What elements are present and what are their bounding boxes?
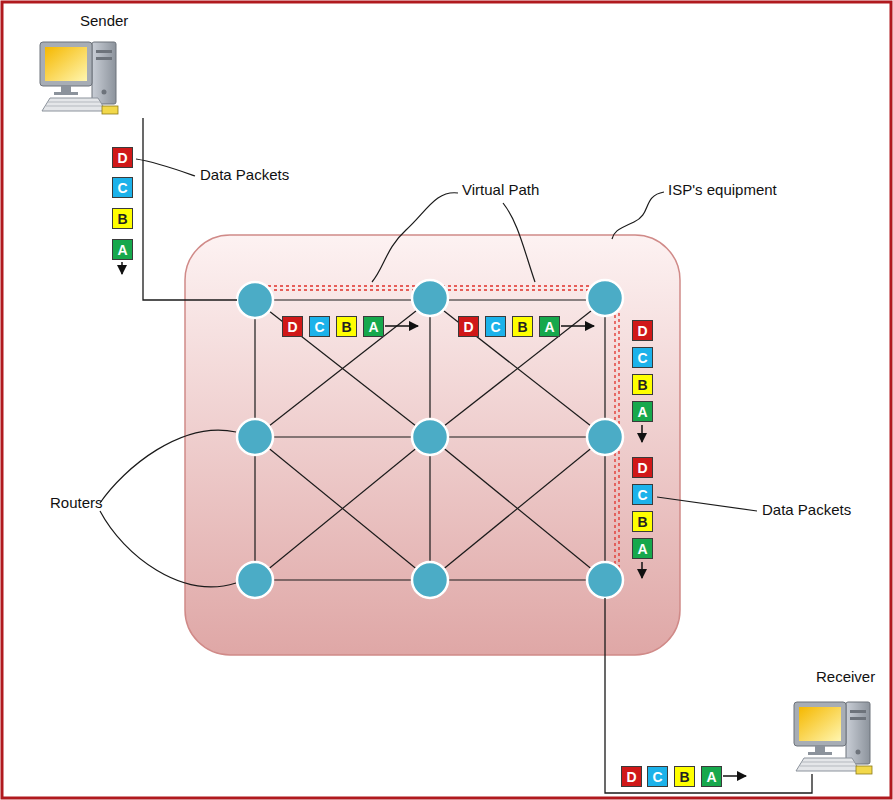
data-packet: C [632, 484, 653, 505]
leader-lines [100, 159, 757, 587]
data-packet: A [539, 316, 560, 337]
data-packet: B [512, 316, 533, 337]
data-packet: B [336, 316, 357, 337]
virtual-path [262, 286, 619, 575]
packet-letter: D [117, 151, 127, 165]
packet-letter: C [117, 181, 127, 195]
sender-label: Sender [80, 12, 128, 30]
data-packet: D [621, 766, 642, 787]
packet-letter: A [368, 320, 378, 334]
routers [237, 280, 623, 598]
packet-letter: A [637, 405, 647, 419]
data-packet: A [632, 538, 653, 559]
data-packet: B [112, 208, 133, 229]
data-packet: A [363, 316, 384, 337]
sender-link [143, 118, 237, 300]
packet-letter: A [706, 770, 716, 784]
data-packet: A [112, 239, 133, 260]
packet-letter: A [637, 542, 647, 556]
packet-letter: C [490, 320, 500, 334]
packet-letter: D [626, 770, 636, 784]
receiver-label: Receiver [816, 668, 875, 686]
packet-letter: B [637, 515, 647, 529]
data-packet: A [632, 401, 653, 422]
data-packet: B [674, 766, 695, 787]
packet-letter: C [637, 351, 647, 365]
data-packet: D [282, 316, 303, 337]
packet-letter: A [544, 320, 554, 334]
data-packet: D [458, 316, 479, 337]
data-packet: B [632, 374, 653, 395]
isp-label: ISP's equipment [668, 181, 777, 199]
routers-label: Routers [50, 494, 103, 512]
data-packet: D [112, 147, 133, 168]
data-packet: C [647, 766, 668, 787]
packet-letter: C [652, 770, 662, 784]
isp-region [185, 235, 680, 655]
receiver-computer [794, 702, 872, 774]
packet-letter: D [637, 324, 647, 338]
data-packet: C [309, 316, 330, 337]
receiver-link [605, 598, 812, 793]
data-packet: B [632, 511, 653, 532]
packet-letter: B [637, 378, 647, 392]
packets-label: Data Packets [762, 501, 851, 519]
packet-letter: B [517, 320, 527, 334]
packet-letter: B [117, 212, 127, 226]
packet-letter: D [287, 320, 297, 334]
packet-letter: D [637, 461, 647, 475]
packet-letter: B [679, 770, 689, 784]
data-packet: A [701, 766, 722, 787]
packet-letter: C [637, 488, 647, 502]
packet-letter: D [463, 320, 473, 334]
data-packet: D [632, 457, 653, 478]
flow-arrows [122, 262, 746, 776]
path-label: Virtual Path [462, 181, 539, 199]
packets-label: Data Packets [200, 166, 289, 184]
router-links [255, 300, 605, 580]
data-packet: C [112, 177, 133, 198]
packet-letter: A [117, 243, 127, 257]
data-packet: C [485, 316, 506, 337]
data-packet: D [632, 320, 653, 341]
packet-letter: B [341, 320, 351, 334]
packet-letter: C [314, 320, 324, 334]
sender-computer [40, 42, 118, 114]
data-packet: C [632, 347, 653, 368]
